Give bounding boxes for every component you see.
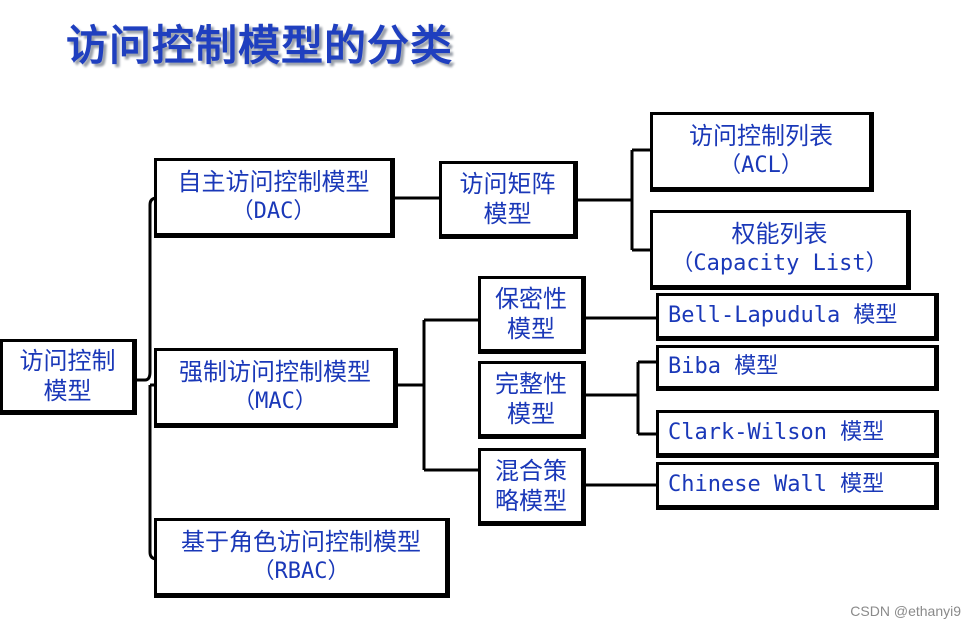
node-confidentiality-line1: 保密性 — [495, 285, 567, 313]
node-matrix-line1: 访问矩阵 — [459, 170, 556, 198]
node-rbac: 基于角色访问控制模型 （RBAC） — [154, 518, 450, 598]
node-bell-lapadula: Bell-Lapudula 模型 — [656, 293, 939, 341]
page-title: 访问控制模型的分类 — [66, 21, 454, 70]
node-integrity: 完整性 模型 — [478, 361, 586, 439]
watermark: CSDN @ethanyi9 — [850, 603, 961, 619]
connector-integrity-split — [584, 360, 658, 436]
node-biba-label: Biba 模型 — [668, 354, 779, 379]
node-access-control-model: 访问控制 模型 — [0, 339, 137, 415]
node-integrity-line1: 完整性 — [495, 370, 567, 398]
node-clark-wilson-label: Clark-Wilson 模型 — [668, 420, 885, 445]
node-mac-line2: （MAC） — [233, 389, 317, 414]
connector-root-brace — [135, 196, 158, 382]
node-biba: Biba 模型 — [656, 345, 939, 391]
node-chinese-wall: Chinese Wall 模型 — [656, 462, 939, 510]
node-bell-lapadula-label: Bell-Lapudula 模型 — [668, 303, 898, 328]
node-rbac-line1: 基于角色访问控制模型 — [181, 528, 421, 556]
node-dac: 自主访问控制模型 （DAC） — [154, 158, 395, 238]
node-hybrid-line1: 混合策 — [495, 457, 567, 485]
node-hybrid-policy: 混合策 略模型 — [478, 448, 586, 526]
node-matrix-line2: 模型 — [483, 200, 532, 228]
node-hybrid-line2: 略模型 — [495, 487, 567, 515]
node-capability-line2: （Capacity List） — [671, 251, 888, 276]
node-chinese-wall-label: Chinese Wall 模型 — [668, 472, 885, 497]
node-mac-line1: 强制访问控制模型 — [179, 358, 371, 386]
connector-mac-split — [396, 318, 480, 472]
node-acl-line1: 访问控制列表 — [689, 122, 833, 150]
node-rbac-line2: （RBAC） — [252, 559, 350, 584]
node-confidentiality-line2: 模型 — [507, 315, 555, 343]
node-capability-line1: 权能列表 — [731, 220, 828, 248]
node-mac: 强制访问控制模型 （MAC） — [154, 348, 398, 428]
node-integrity-line2: 模型 — [507, 400, 555, 428]
node-acl: 访问控制列表 （ACL） — [650, 112, 874, 192]
node-dac-line1: 自主访问控制模型 — [177, 168, 370, 196]
node-confidentiality: 保密性 模型 — [478, 276, 586, 354]
node-clark-wilson: Clark-Wilson 模型 — [656, 410, 939, 458]
node-root-line1: 访问控制 — [19, 347, 116, 375]
node-dac-line2: （DAC） — [231, 199, 316, 224]
node-root-line2: 模型 — [43, 377, 92, 405]
node-access-matrix: 访问矩阵 模型 — [439, 161, 578, 239]
connector-matrix-split — [576, 148, 652, 252]
node-acl-line2: （ACL） — [719, 153, 803, 178]
node-capability-list: 权能列表 （Capacity List） — [650, 210, 911, 290]
